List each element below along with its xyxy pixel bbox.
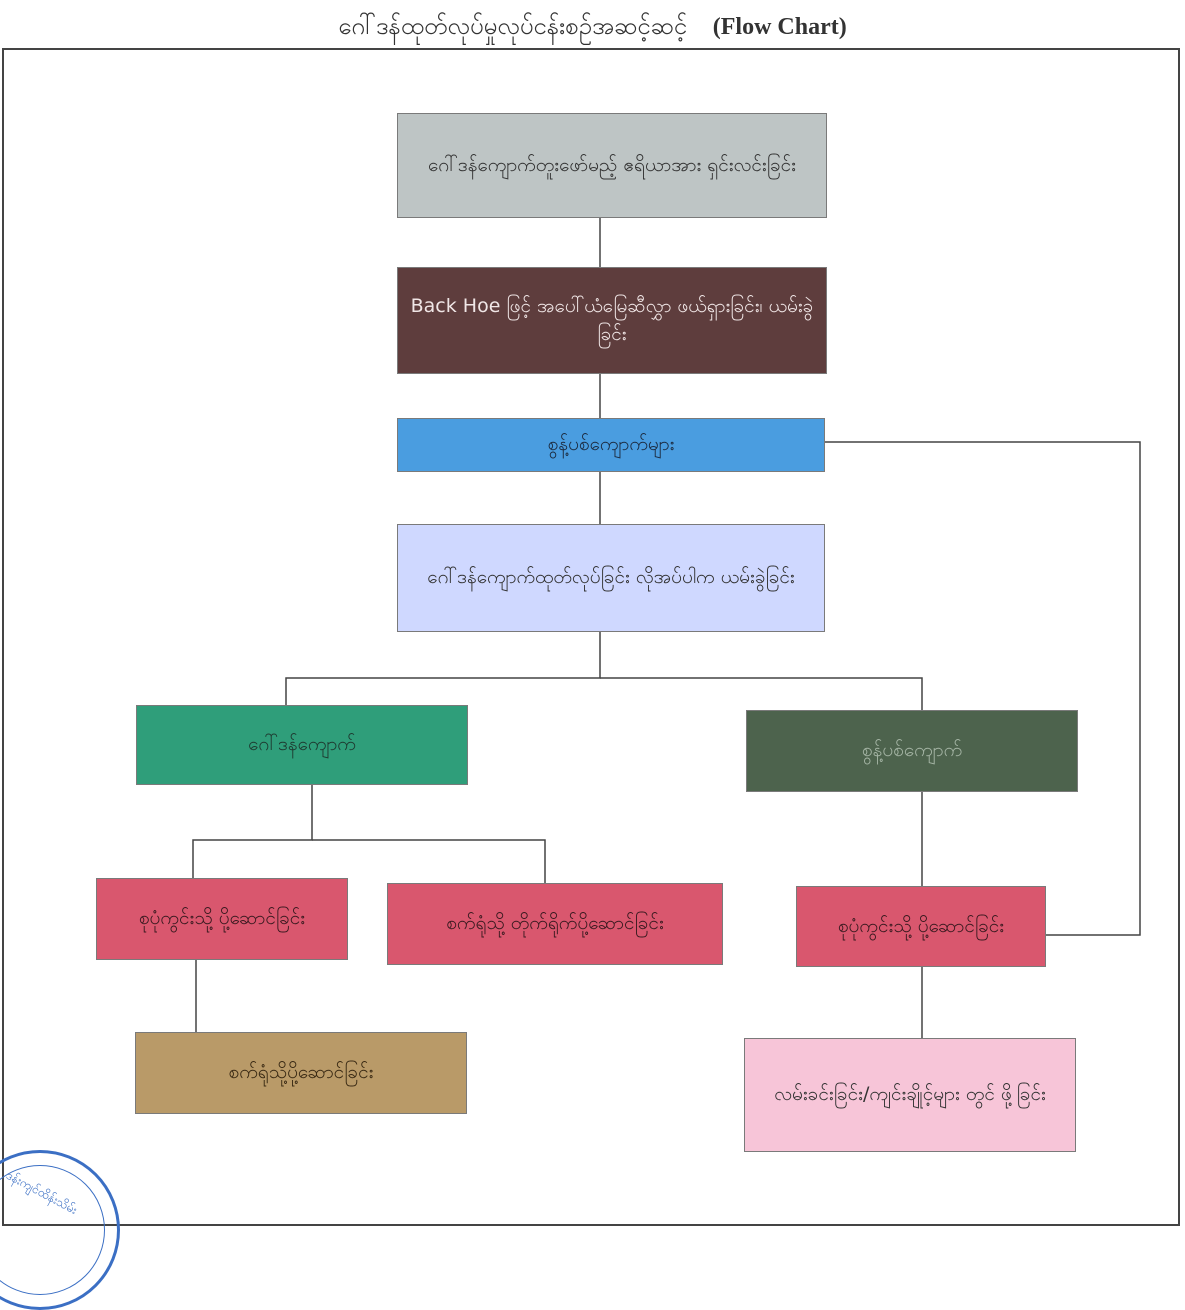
node-production: ဂေါ်ဒန်ကျောက်ထုတ်လုပ်ခြင်း လိုအပ်ပါက ယမ်… [397,524,825,632]
node-road-fill: လမ်းခင်းခြင်း/ကျင်းချိုင့်များ တွင် ဖို့… [744,1038,1076,1152]
node-waste-rock-label: စွန့်ပစ်ကျောက် [861,739,963,762]
node-to-factory: စက်ရုံသို့ပို့ဆောင်ခြင်း [135,1032,467,1114]
node-stockpile-left-label: စုပုံကွင်းသို့ ပို့ဆောင်ခြင်း [138,907,306,930]
node-granite: ဂေါ်ဒန်ကျောက် [136,705,468,785]
connector-lines [192,218,1141,1038]
connector-split-n8 [312,839,546,883]
node-stockpile-left: စုပုံကွင်းသို့ ပို့ဆောင်ခြင်း [96,878,348,960]
connector-n5-split [192,785,313,878]
node-waste-rocks: စွန့်ပစ်ကျောက်များ [397,418,825,472]
node-backhoe-label: Back Hoe ဖြင့် အပေါ်ယံမြေဆီလွှာ ဖယ်ရှားခ… [410,294,814,345]
node-backhoe: Back Hoe ဖြင့် အပေါ်ယံမြေဆီလွှာ ဖယ်ရှားခ… [397,267,827,374]
title-english: (Flow Chart) [712,14,847,40]
node-granite-label: ဂေါ်ဒန်ကျောက် [248,733,356,756]
node-direct-factory-label: စက်ရုံသို့ တိုက်ရိုက်ပို့ဆောင်ခြင်း [446,912,664,935]
node-clear-area-label: ဂေါ်ဒန်ကျောက်တူးဖော်မည့် ဧရိယာအား ရှင်းလ… [427,153,797,176]
connector-n4-split [285,632,601,705]
node-stockpile-right: စုပုံကွင်းသို့ ပို့ဆောင်ခြင်း [796,886,1046,967]
node-waste-rock: စွန့်ပစ်ကျောက် [746,710,1078,792]
title-myanmar: ဂေါ်ဒန်ထုတ်လုပ်မှုလုပ်ငန်းစဉ်အဆင့်ဆင့် [338,12,688,40]
connector-split-n6 [600,677,923,710]
node-road-fill-label: လမ်းခင်းခြင်း/ကျင်းချိုင့်များ တွင် ဖို့… [774,1083,1046,1106]
node-waste-rocks-label: စွန့်ပစ်ကျောက်များ [547,433,675,456]
diagram-frame [2,48,1180,1226]
chart-title: ဂေါ်ဒန်ထုတ်လုပ်မှုလုပ်ငန်းစဉ်အဆင့်ဆင့် (… [0,10,1185,46]
node-production-label: ဂေါ်ဒန်ကျောက်ထုတ်လုပ်ခြင်း လိုအပ်ပါက ယမ်… [427,566,795,589]
node-direct-factory: စက်ရုံသို့ တိုက်ရိုက်ပို့ဆောင်ခြင်း [387,883,723,965]
node-stockpile-right-label: စုပုံကွင်းသို့ ပို့ဆောင်ခြင်း [837,914,1005,937]
node-clear-area: ဂေါ်ဒန်ကျောက်တူးဖော်မည့် ဧရိယာအား ရှင်းလ… [397,113,827,218]
connector-n3-n9-loop [825,441,1141,936]
node-to-factory-label: စက်ရုံသို့ပို့ဆောင်ခြင်း [228,1061,374,1084]
